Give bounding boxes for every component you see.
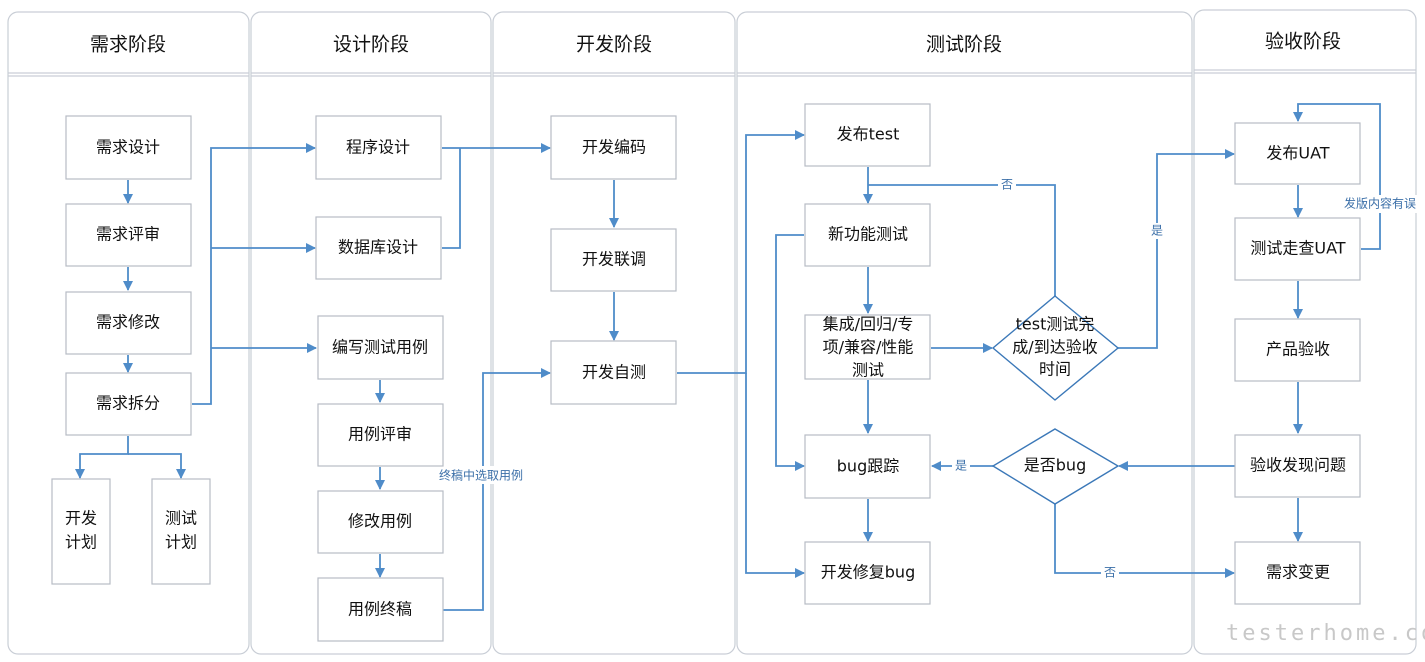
edge-uat-error-loop [1293,103,1381,250]
edge-label-yes-bug: 是 [955,459,967,473]
lane-title-requirements: 需求阶段 [90,34,166,56]
lane-title-acceptance: 验收阶段 [1265,31,1341,53]
swimlanes [7,9,1417,655]
edge-label-release-error: 发版内容有误 [1344,196,1416,211]
svg-text:产品验收: 产品验收 [1266,340,1330,359]
svg-text:新功能测试: 新功能测试 [828,225,908,244]
svg-text:开发: 开发 [65,509,97,528]
svg-text:测试: 测试 [165,509,197,528]
node-integration: 开发联调 [550,228,677,292]
node-req-review: 需求评审 [65,203,192,267]
svg-text:时间: 时间 [1039,360,1071,379]
svg-text:计划: 计划 [165,533,197,552]
lane-title-testing: 测试阶段 [926,34,1002,56]
svg-text:计划: 计划 [65,533,97,552]
node-bug-track: bug跟踪 [804,434,931,499]
svg-text:成/到达验收: 成/到达验收 [1012,338,1097,357]
svg-text:bug跟踪: bug跟踪 [837,457,899,476]
svg-text:项/兼容/性能: 项/兼容/性能 [823,338,914,357]
node-final-cases: 用例终稿 [317,577,444,642]
nodes-requirements: 需求设计 需求评审 需求修改 需求拆分 开发 计划 测试 计划 [51,115,211,585]
node-regression-test: 集成/回归/专 项/兼容/性能 测试 [804,314,931,380]
watermark: testerhome.com [1226,621,1425,646]
svg-text:是否bug: 是否bug [1024,456,1086,475]
nodes-design: 程序设计 数据库设计 编写测试用例 用例评审 修改用例 用例终稿 [315,115,444,642]
lane-titles: 需求阶段 设计阶段 开发阶段 测试阶段 验收阶段 [90,31,1341,56]
node-test-done-decision: test测试完 成/到达验收 时间 [991,295,1120,401]
svg-text:需求评审: 需求评审 [96,225,160,244]
svg-text:集成/回归/专: 集成/回归/专 [823,315,914,334]
node-req-change: 需求变更 [1234,541,1361,605]
svg-text:需求拆分: 需求拆分 [96,394,160,413]
nodes-acceptance: 发布UAT 测试走查UAT 产品验收 验收发现问题 需求变更 [1234,122,1361,605]
edge-isbug-no [1054,504,1235,578]
node-new-feature-test: 新功能测试 [804,203,931,267]
edge-label-final-pick: 终稿中选取用例 [439,468,523,483]
node-dev-plan: 开发 计划 [51,478,111,585]
edge-done-uat [1118,149,1235,349]
svg-text:修改用例: 修改用例 [348,512,412,531]
edge-final-selftest [443,368,551,611]
svg-text:开发编码: 开发编码 [582,138,646,157]
nodes-development: 开发编码 开发联调 开发自测 [550,115,677,405]
node-req-split: 需求拆分 [65,372,192,436]
svg-text:需求变更: 需求变更 [1266,563,1330,582]
node-req-design: 需求设计 [65,115,192,180]
node-product-accept: 产品验收 [1234,318,1361,382]
svg-text:开发联调: 开发联调 [582,250,646,269]
node-fix-bug: 开发修复bug [804,541,931,605]
edge-fix-branch [745,373,805,578]
node-case-review: 用例评审 [317,403,444,467]
node-db-design: 数据库设计 [315,216,442,280]
svg-text:测试走查UAT: 测试走查UAT [1250,239,1345,258]
edge-newtest-bug [775,234,805,471]
node-req-modify: 需求修改 [65,291,192,355]
edge-labels: 终稿中选取用例 否 是 是 发版内容有误 否 [430,177,1423,581]
svg-text:开发自测: 开发自测 [582,363,646,382]
svg-text:测试: 测试 [852,361,884,380]
nodes-testing: 发布test 新功能测试 集成/回归/专 项/兼容/性能 测试 test测试完 … [804,103,1120,605]
node-test-plan: 测试 计划 [151,478,211,585]
node-test-uat: 测试走查UAT [1234,217,1361,281]
svg-text:需求设计: 需求设计 [96,138,160,157]
node-write-cases: 编写测试用例 [317,315,444,380]
svg-text:验收发现问题: 验收发现问题 [1250,456,1346,475]
lane-title-development: 开发阶段 [576,34,652,56]
edge-selftest-publish [677,130,805,374]
node-is-bug-decision: 是否bug [991,428,1120,505]
node-self-test: 开发自测 [550,340,677,405]
connectors [75,103,1381,611]
lane-title-design: 设计阶段 [333,34,409,56]
svg-text:程序设计: 程序设计 [346,138,410,157]
edge-db-coding [442,148,461,249]
node-modify-cases: 修改用例 [317,490,444,554]
svg-text:发布test: 发布test [837,125,900,144]
edge-notdone-loop [868,184,1056,296]
node-prog-design: 程序设计 [315,115,442,180]
edge-label-no-change: 否 [1104,566,1116,580]
svg-text:数据库设计: 数据库设计 [338,238,418,257]
svg-text:用例终稿: 用例终稿 [348,600,412,619]
svg-text:发布UAT: 发布UAT [1266,144,1329,163]
edge-split-test-plan [128,453,186,479]
edge-label-yes-uat: 是 [1151,224,1163,238]
svg-text:编写测试用例: 编写测试用例 [332,338,428,357]
node-coding: 开发编码 [550,115,677,180]
edge-label-no-loop: 否 [1001,178,1013,192]
svg-text:test测试完: test测试完 [1016,315,1095,334]
node-publish-test: 发布test [804,103,931,167]
node-publish-uat: 发布UAT [1234,122,1361,185]
edge-split-dev-plan [75,436,129,479]
edge-split-prog-design [192,143,316,405]
svg-text:用例评审: 用例评审 [348,425,412,444]
node-accept-issue: 验收发现问题 [1234,434,1361,498]
svg-text:需求修改: 需求修改 [96,313,160,332]
svg-text:开发修复bug: 开发修复bug [821,563,915,582]
